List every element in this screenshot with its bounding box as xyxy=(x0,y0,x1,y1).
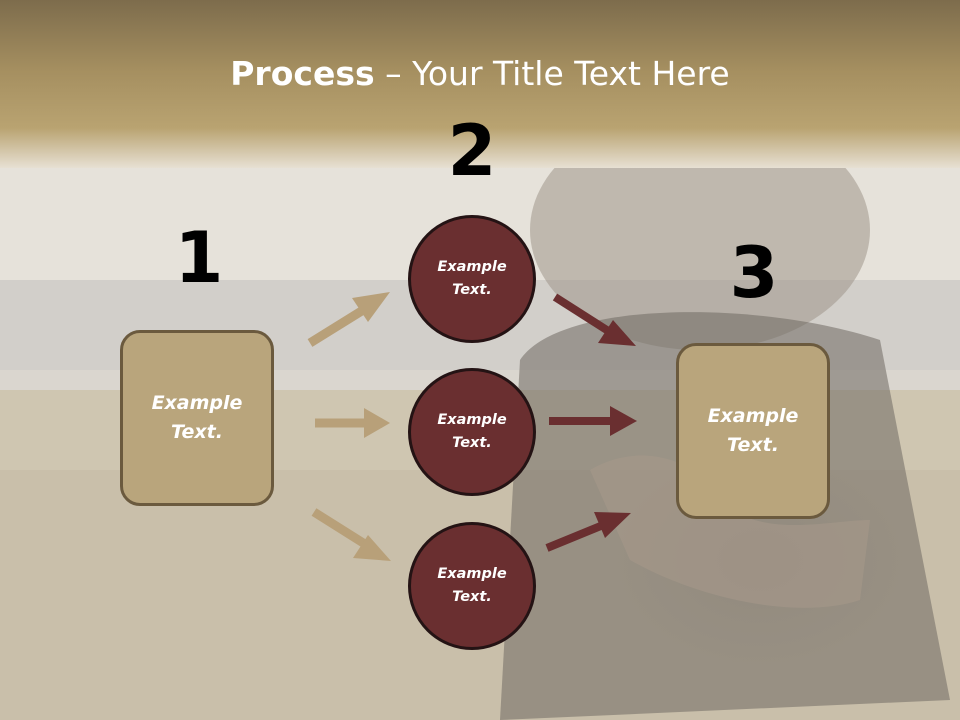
arrow-middle-to-step3 xyxy=(549,406,637,436)
step-number-3: 3 xyxy=(729,232,779,314)
title-bold: Process xyxy=(230,54,375,93)
page-title: Process – Your Title Text Here xyxy=(0,52,960,96)
circle-bottom: Example Text. xyxy=(408,522,536,650)
step1-label: Example Text. xyxy=(151,392,243,443)
circle-bottom-label: Example Text. xyxy=(437,566,507,605)
circle-middle: Example Text. xyxy=(408,368,536,496)
title-rest: – Your Title Text Here xyxy=(374,54,730,93)
circle-top-label: Example Text. xyxy=(437,259,507,298)
arrow-top-to-step3 xyxy=(552,293,636,346)
circle-middle-label: Example Text. xyxy=(437,412,507,451)
arrow-to-bottom xyxy=(311,508,391,561)
circle-top: Example Text. xyxy=(408,215,536,343)
step3-label: Example Text. xyxy=(707,405,799,456)
step3-box: Example Text. xyxy=(676,343,830,519)
step-number-2: 2 xyxy=(447,110,497,192)
arrow-bottom-to-step3 xyxy=(545,512,631,552)
arrow-to-top xyxy=(307,292,390,347)
arrow-to-middle xyxy=(315,408,390,438)
step-number-1: 1 xyxy=(174,217,224,299)
step1-box: Example Text. xyxy=(120,330,274,506)
